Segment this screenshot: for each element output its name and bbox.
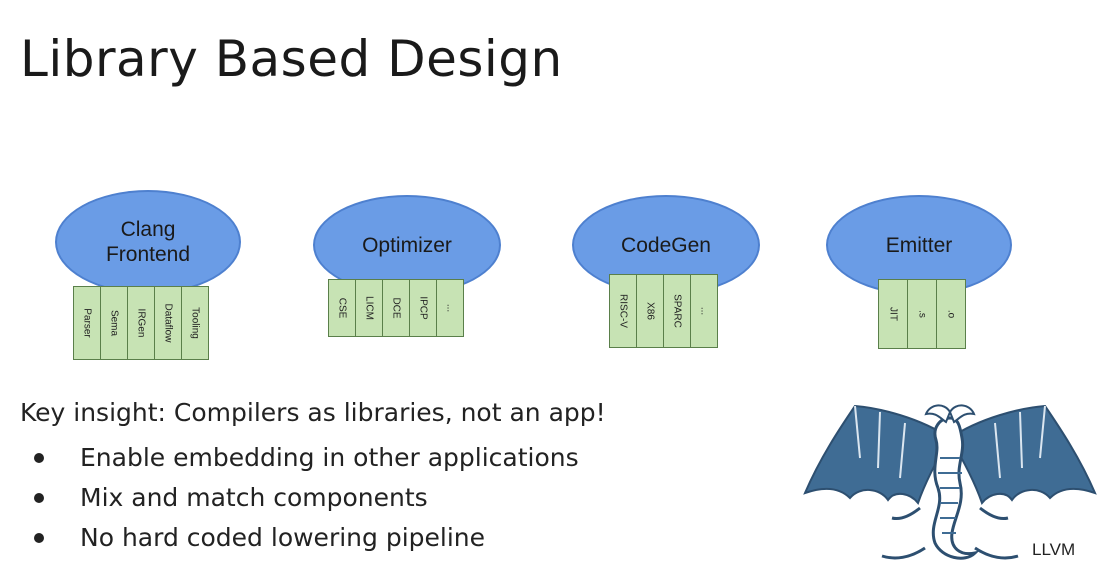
module-box: .o	[936, 279, 966, 349]
module-box: DCE	[382, 279, 410, 337]
module-label: .o	[945, 309, 957, 319]
module-stack: RISC-V X86 SPARC ...	[609, 274, 718, 348]
bullet-dot-icon	[34, 533, 44, 543]
bullet-item: No hard coded lowering pipeline	[30, 518, 579, 558]
bullet-text: Enable embedding in other applications	[80, 443, 579, 472]
component-ellipse: Optimizer	[313, 195, 501, 295]
module-label: .s	[916, 310, 928, 318]
module-label: IPCP	[417, 296, 429, 320]
module-stack: Parser Sema IRGen Dataflow Tooling	[73, 286, 209, 360]
module-box: IRGen	[127, 286, 155, 360]
module-box: Parser	[73, 286, 101, 360]
module-label: DCE	[390, 297, 402, 319]
module-label: CSE	[336, 297, 348, 319]
component-label-line: Clang	[120, 218, 176, 241]
module-label: Parser	[81, 308, 93, 338]
component-label-line: Optimizer	[362, 233, 452, 257]
bullet-dot-icon	[34, 453, 44, 463]
module-box: LICM	[355, 279, 383, 337]
module-box: SPARC	[663, 274, 691, 348]
component-ellipse: Clang Frontend	[55, 190, 241, 294]
module-label: RISC-V	[617, 294, 629, 328]
module-label: ...	[444, 303, 456, 313]
module-label: Sema	[108, 309, 120, 337]
bullet-item: Enable embedding in other applications	[30, 438, 579, 478]
module-box: .s	[907, 279, 937, 349]
module-box: CSE	[328, 279, 356, 337]
module-box: Sema	[100, 286, 128, 360]
bullet-text: No hard coded lowering pipeline	[80, 523, 486, 552]
module-box: RISC-V	[609, 274, 637, 348]
component-label-line: Emitter	[885, 233, 953, 257]
module-box: IPCP	[409, 279, 437, 337]
llvm-logo-text: LLVM	[1032, 540, 1076, 559]
module-box: JIT	[878, 279, 908, 349]
module-label: JIT	[887, 307, 899, 321]
module-label: Dataflow	[162, 303, 174, 343]
module-label: ...	[698, 306, 710, 316]
bullet-item: Mix and match components	[30, 478, 579, 518]
component-label-line: CodeGen	[621, 233, 711, 257]
component-label-line: Frontend	[105, 243, 191, 266]
module-label: SPARC	[671, 294, 683, 328]
module-stack: CSE LICM DCE IPCP ...	[328, 279, 464, 337]
module-label: LICM	[363, 296, 375, 320]
bullet-dot-icon	[34, 493, 44, 503]
module-label: Tooling	[189, 307, 201, 339]
module-box: ...	[436, 279, 464, 337]
module-box: X86	[636, 274, 664, 348]
key-insight-text: Key insight: Compilers as libraries, not…	[20, 398, 606, 427]
module-box: Dataflow	[154, 286, 182, 360]
module-label: X86	[644, 302, 656, 320]
bullet-list: Enable embedding in other applications M…	[30, 438, 579, 558]
module-label: IRGen	[135, 308, 147, 338]
bullet-text: Mix and match components	[80, 483, 428, 512]
llvm-dragon-icon	[803, 404, 1097, 560]
module-box: ...	[690, 274, 718, 348]
module-stack: JIT .s .o	[878, 279, 966, 349]
module-box: Tooling	[181, 286, 209, 360]
slide-title: Library Based Design	[20, 30, 563, 88]
